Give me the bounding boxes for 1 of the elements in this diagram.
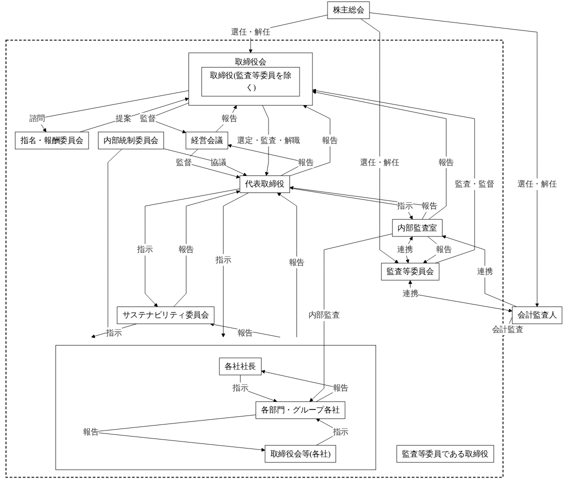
cluster xyxy=(55,345,376,470)
